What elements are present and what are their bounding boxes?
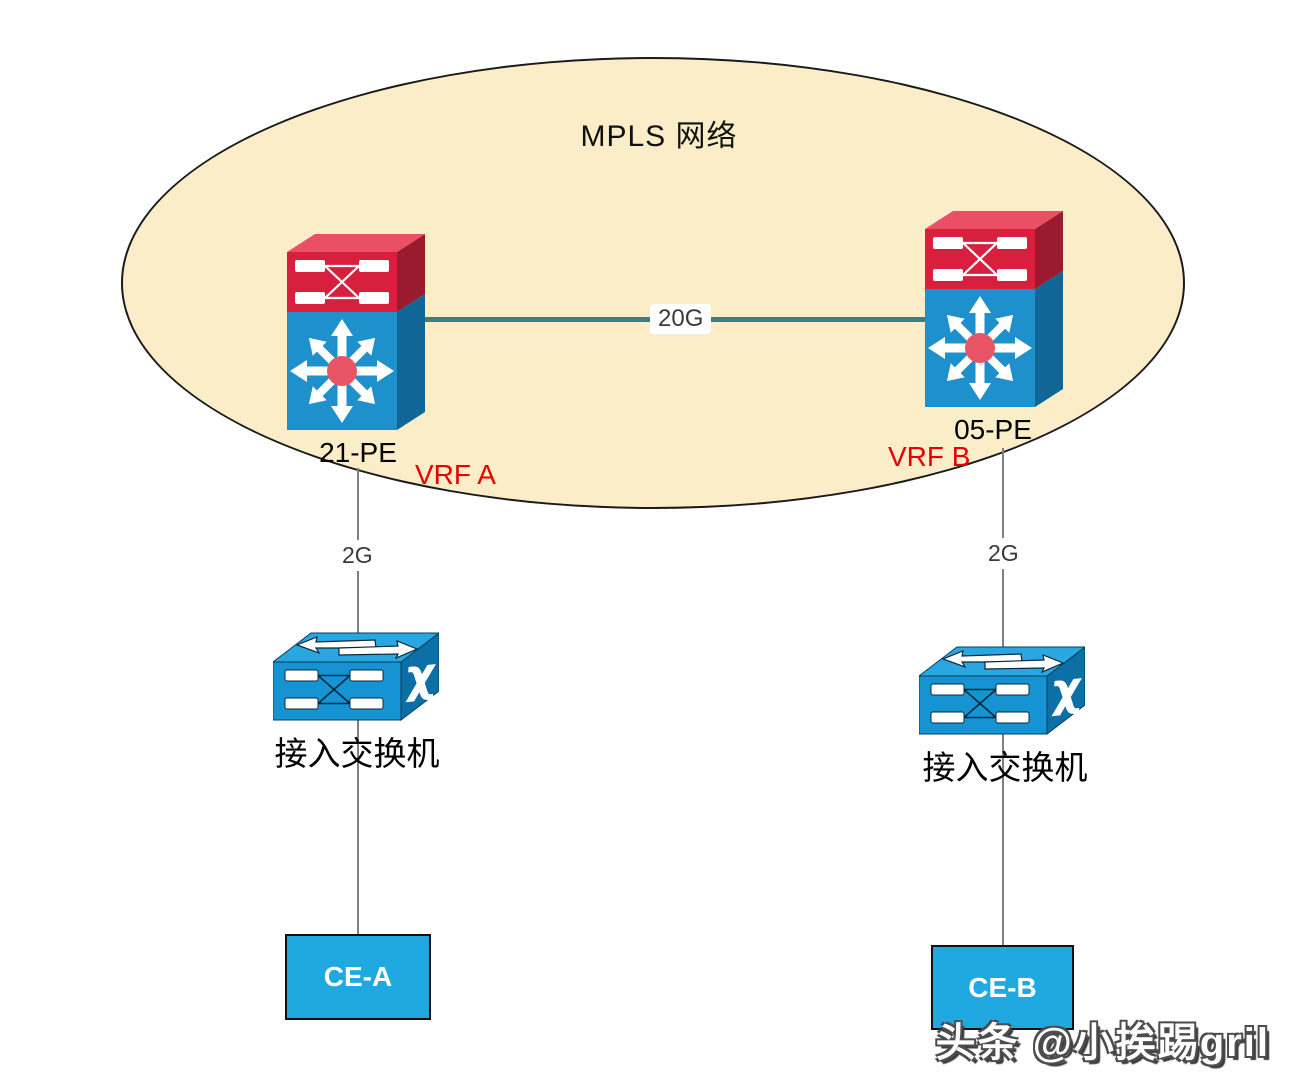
access-link-bandwidth-label-right: 2G	[982, 538, 1025, 569]
workgroup-switch-icon	[919, 646, 1085, 735]
core-link-bandwidth-label: 20G	[650, 304, 712, 334]
watermark-text: 头条 @小挨踢gril	[935, 1021, 1270, 1065]
multilayer-switch-icon	[925, 211, 1063, 410]
access-switch-right-label: 接入交换机	[922, 749, 1088, 786]
pe-left-label: 21-PE	[319, 437, 397, 468]
mpls-cloud-title: MPLS 网络	[580, 120, 738, 153]
multilayer-switch-icon	[287, 234, 425, 433]
pe-right-label: 05-PE	[954, 414, 1032, 445]
vrf-b-label: VRF B	[888, 441, 971, 472]
ce-a-node: CE-A	[285, 934, 431, 1020]
vrf-a-label: VRF A	[415, 459, 496, 490]
ce-b-node: CE-B	[931, 945, 1074, 1030]
access-link-bandwidth-label-left: 2G	[336, 540, 379, 571]
access-switch-left-label: 接入交换机	[274, 735, 440, 772]
ce-b-label: CE-B	[968, 971, 1037, 1003]
workgroup-switch-icon	[273, 632, 439, 721]
ce-a-label: CE-A	[323, 961, 393, 992]
